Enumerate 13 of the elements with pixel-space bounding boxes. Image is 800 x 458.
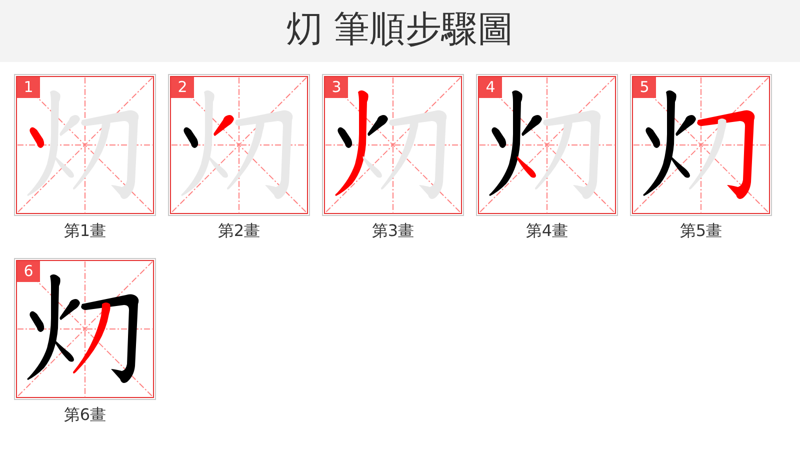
title: 灱 筆順步驟圖: [286, 8, 514, 52]
step-number: 3: [325, 77, 348, 98]
step-number: 2: [171, 77, 194, 98]
step-caption: 第5畫: [680, 221, 722, 241]
step-caption: 第6畫: [64, 405, 106, 425]
step-number: 4: [479, 77, 502, 98]
step-caption: 第4畫: [526, 221, 568, 241]
step-caption: 第1畫: [64, 221, 106, 241]
step-caption: 第2畫: [218, 221, 260, 241]
step-caption: 第3畫: [372, 221, 414, 241]
step-number: 6: [17, 261, 40, 282]
step-number: 5: [633, 77, 656, 98]
step-number: 1: [17, 77, 40, 98]
